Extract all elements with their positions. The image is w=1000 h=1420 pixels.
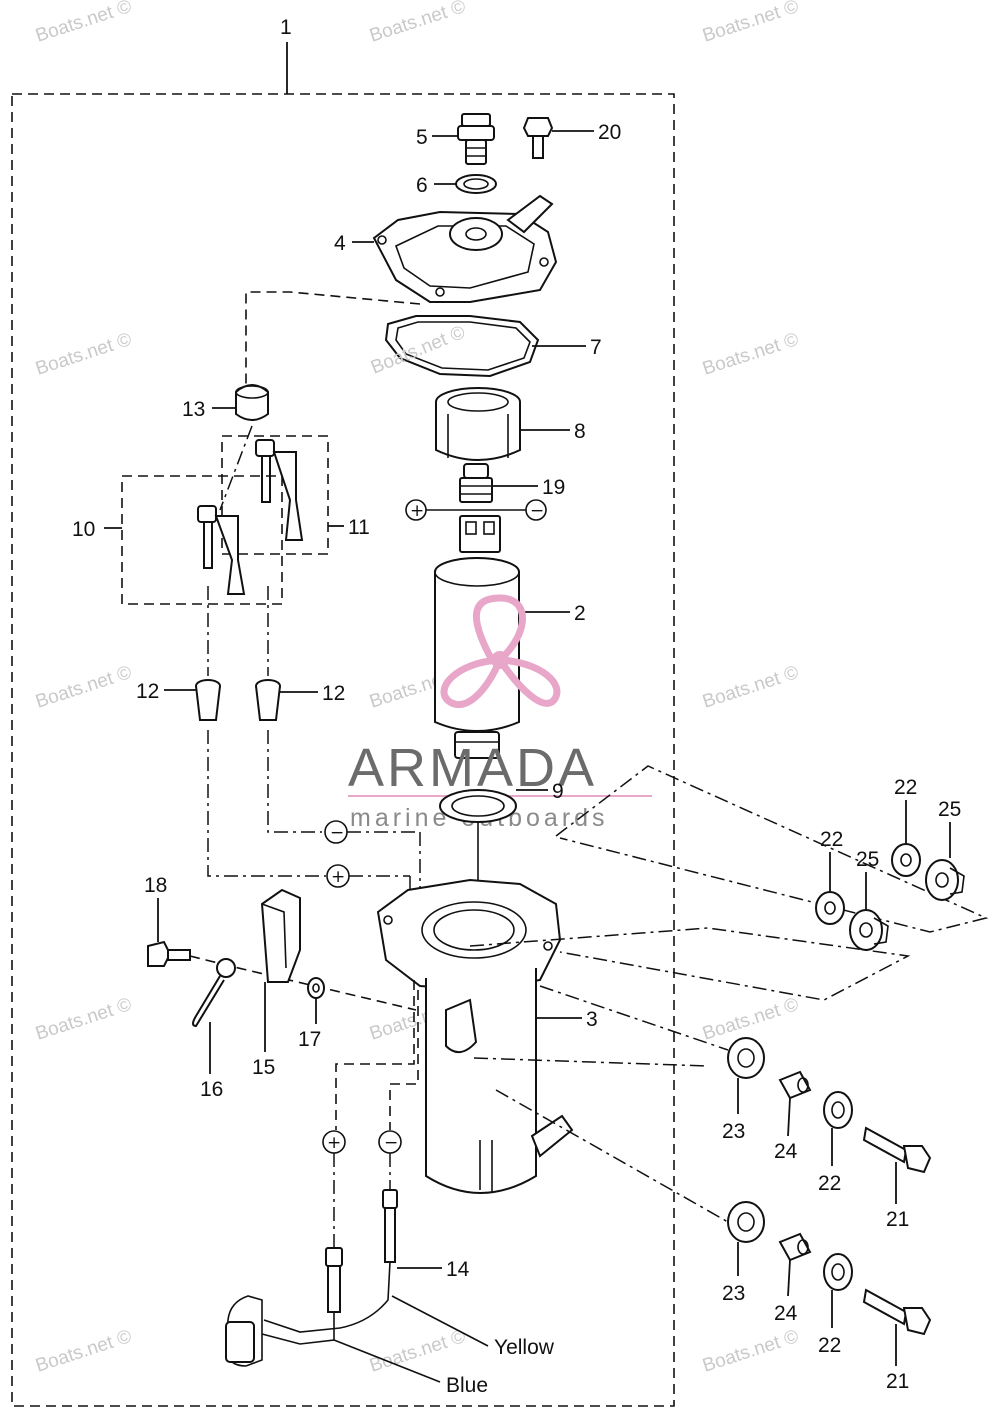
part-6-o-ring	[455, 174, 497, 194]
watermark-10: Boats.net ©	[33, 994, 134, 1045]
label-5: 5	[416, 126, 428, 149]
watermark-1: Boats.net ©	[33, 0, 134, 47]
label-7: 7	[590, 336, 602, 359]
part-17-washer	[307, 977, 325, 999]
label-15: 15	[252, 1056, 275, 1079]
part-24-collar-upper	[778, 1070, 812, 1100]
part-11-terminal	[255, 439, 304, 541]
propeller-icon	[440, 594, 561, 709]
label-25-a: 25	[938, 798, 961, 821]
watermark-2: Boats.net ©	[367, 0, 468, 47]
group-10-boundary	[121, 475, 283, 605]
label-23-b: 23	[722, 1282, 745, 1305]
watermark-15: Boats.net ©	[700, 1326, 801, 1377]
label-12-right: 12	[322, 682, 345, 705]
label-4: 4	[334, 232, 346, 255]
mid-minus-sign: −	[330, 823, 344, 843]
label-22-d: 22	[818, 1334, 841, 1357]
harness-polarity: + −	[322, 1130, 402, 1248]
label-11: 11	[348, 516, 370, 539]
part-3-housing	[376, 878, 574, 1194]
watermark-9: Boats.net ©	[700, 662, 801, 713]
wire-label-blue: Blue	[446, 1374, 488, 1397]
watermark-4: Boats.net ©	[33, 329, 134, 380]
watermark-3: Boats.net ©	[700, 0, 801, 47]
label-18: 18	[144, 874, 167, 897]
part-22-washer-lower	[823, 1253, 853, 1291]
label-20: 20	[598, 121, 621, 144]
group-11-boundary	[221, 435, 329, 555]
label-19: 19	[542, 476, 565, 499]
wire-polarity-mid: − +	[324, 820, 421, 900]
part-9-seal	[439, 789, 517, 823]
part-12-grommet-right	[255, 679, 281, 721]
part-18-bolt	[147, 940, 191, 967]
part-16-clamp	[192, 958, 236, 1028]
label-21-b: 21	[886, 1370, 909, 1393]
harness-minus-sign: −	[384, 1133, 398, 1153]
label-6: 6	[416, 174, 428, 197]
watermark-6: Boats.net ©	[700, 329, 801, 380]
label-24-b: 24	[774, 1302, 798, 1325]
assembly-boundary	[11, 93, 675, 1407]
label-23-a: 23	[722, 1120, 745, 1143]
part-19-filter	[459, 463, 493, 503]
part-4-cover	[372, 194, 558, 303]
label-8: 8	[574, 420, 586, 443]
part-2-fuel-pump	[434, 515, 520, 759]
label-2: 2	[574, 602, 586, 625]
label-22-a: 22	[894, 776, 917, 799]
part-20-bolt	[522, 117, 554, 159]
label-14: 14	[446, 1258, 470, 1281]
part-10-terminal	[197, 505, 246, 595]
label-16: 16	[200, 1078, 223, 1101]
label-21-a: 21	[886, 1208, 909, 1231]
watermark-13: Boats.net ©	[33, 1326, 134, 1377]
label-12-left: 12	[136, 680, 159, 703]
label-22-b: 22	[820, 828, 843, 851]
part-22-washer-mid	[823, 1091, 853, 1129]
part-15-bracket	[260, 888, 301, 983]
label-13: 13	[182, 398, 205, 421]
watermark-7: Boats.net ©	[33, 662, 134, 713]
part-24-collar-lower	[778, 1232, 812, 1262]
part-13-cap	[235, 384, 269, 421]
pump-terminal-polarity: + −	[405, 499, 547, 521]
watermark-12: Boats.net ©	[700, 994, 801, 1045]
part-25-bushing-upper-left	[849, 909, 889, 951]
wire-label-yellow: Yellow	[494, 1336, 555, 1359]
label-10: 10	[72, 518, 95, 541]
label-25-b: 25	[856, 848, 879, 871]
label-9: 9	[552, 780, 564, 803]
part-21-bolt-lower	[862, 1288, 932, 1336]
propeller-hub	[491, 651, 509, 669]
part-23-mount-upper	[727, 1037, 765, 1079]
pump-minus-sign: −	[530, 501, 544, 521]
pump-plus-sign: +	[410, 501, 424, 521]
part-5-fitting	[457, 113, 495, 165]
part-12-grommet-left	[195, 679, 221, 721]
part-22-washer-upper-left	[815, 891, 845, 925]
part-23-mount-lower	[727, 1201, 765, 1243]
label-17: 17	[298, 1028, 321, 1051]
label-1: 1	[280, 16, 292, 39]
brand-name: ARMADA	[348, 738, 597, 798]
part-25-bushing-upper-right	[925, 859, 965, 901]
mid-plus-sign: +	[331, 867, 345, 887]
part-14-wiring-harness	[225, 1189, 489, 1383]
label-24-a: 24	[774, 1140, 798, 1163]
part-21-bolt-upper	[862, 1126, 932, 1174]
label-3: 3	[586, 1008, 598, 1031]
part-7-gasket	[384, 315, 540, 378]
part-8-nut	[435, 387, 521, 461]
label-22-c: 22	[818, 1172, 841, 1195]
watermark-14: Boats.net ©	[367, 1326, 468, 1377]
harness-plus-sign: +	[327, 1133, 341, 1153]
part-22-washer-upper-right	[891, 843, 921, 877]
